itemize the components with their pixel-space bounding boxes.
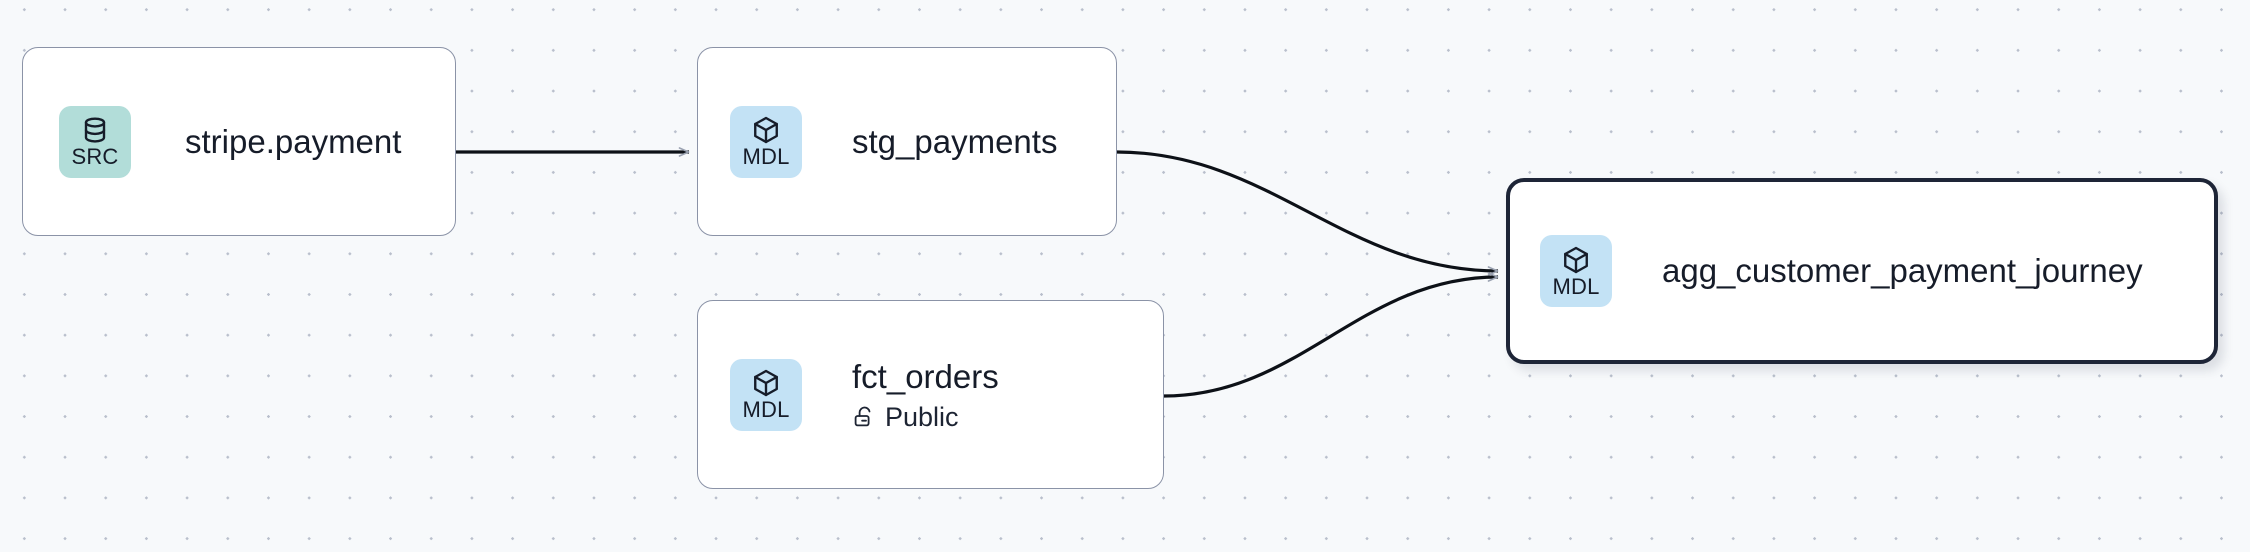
model-badge-label: MDL [742,397,790,422]
model-badge-label: MDL [1552,273,1600,299]
node-agg-customer-payment-journey[interactable]: MDL agg_customer_payment_journey [1506,178,2218,364]
node-fct-orders[interactable]: MDL fct_orders Public [697,300,1164,489]
source-badge: SRC [59,105,131,178]
node-body: stripe.payment [131,123,455,161]
model-badge: MDL [1540,235,1612,307]
node-title: agg_customer_payment_journey [1662,252,2143,289]
node-body: stg_payments [802,123,1116,161]
edge-fct-orders-to-agg-customer-payment-journey [1163,272,1499,398]
database-icon [80,115,110,145]
node-stg-payments[interactable]: MDL stg_payments [697,47,1117,236]
unlock-icon [852,405,876,429]
visibility-label: Public [885,401,959,432]
node-title: stg_payments [852,122,1058,160]
model-badge: MDL [730,358,802,431]
model-badge-label: MDL [742,144,790,169]
edge-stg-payments-to-agg-customer-payment-journey [1116,150,1499,276]
node-body: fct_orders Public [802,358,1163,432]
source-badge-label: SRC [71,144,119,169]
node-title: stripe.payment [185,122,402,160]
model-badge: MDL [730,105,802,178]
node-title: fct_orders [852,357,999,395]
node-stripe-payment[interactable]: SRC stripe.payment [22,47,456,236]
cube-icon [751,368,781,398]
visibility-badge: Public [852,402,1163,432]
cube-icon [751,115,781,145]
cube-icon [1561,245,1591,275]
node-body: agg_customer_payment_journey [1612,252,2214,290]
